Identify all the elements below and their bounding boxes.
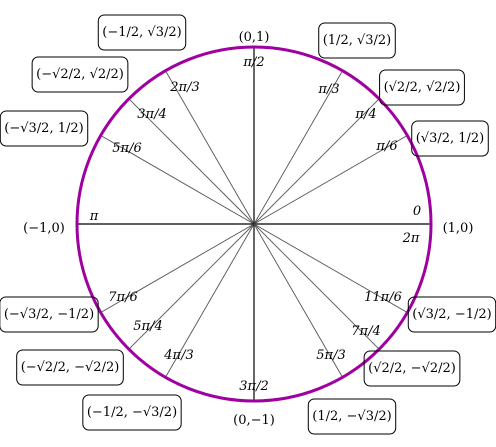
coordinate-45: (√2/2, √2/2): [379, 69, 465, 106]
spoke-225: [128, 223, 255, 350]
coordinate-text-0: (1,0): [443, 221, 474, 236]
coordinate-bracket-300: [307, 398, 397, 435]
angle-label-225: 5π/4: [133, 319, 162, 334]
angle-label-90: π/2: [242, 55, 264, 70]
angle-label-300: 5π/3: [316, 348, 345, 363]
coordinate-240: (−1/2, −√3/2): [82, 394, 182, 431]
unit-circle: [75, 45, 433, 403]
coordinate-text-225: (−√2/2, −√2/2): [21, 360, 120, 375]
coordinate-210: (−√3/2, −1/2): [0, 296, 99, 333]
coordinate-labels-group: (1,0) (√3/2, 1/2) (√2/2, √2/2) (1/2, √3/2) (…: [0, 14, 496, 435]
coordinate-90: (0,1): [239, 30, 270, 45]
angle-label-315: 7π/4: [351, 324, 380, 339]
coordinate-text-330: (√3/2, −1/2): [412, 307, 491, 322]
angle-label-30: π/6: [375, 139, 397, 154]
spoke-240: [165, 223, 255, 378]
spoke-150: [100, 135, 255, 225]
angle-label-270: 3π/2: [239, 379, 268, 394]
coordinate-text-210: (−√3/2, −1/2): [4, 307, 94, 322]
coordinate-315: (√2/2, −√2/2): [363, 350, 461, 387]
coordinate-text-180: (−1,0): [23, 221, 65, 236]
spoke-30: [253, 135, 408, 225]
angle-label-45: π/4: [354, 107, 376, 122]
coordinate-text-60: (1/2, √3/2): [323, 33, 392, 48]
coordinate-text-270: (0,−1): [233, 413, 275, 428]
coordinate-text-90: (0,1): [239, 30, 270, 45]
coordinate-text-135: (−√2/2, √2/2): [36, 67, 124, 82]
coordinate-text-240: (−1/2, −√3/2): [87, 405, 177, 420]
angle-label-210: 7π/6: [108, 290, 137, 305]
angle-label-0: 0: [413, 204, 421, 219]
angle-label-330: 11π/6: [364, 290, 402, 305]
spoke-135: [128, 98, 255, 225]
coordinate-180: (−1,0): [23, 221, 65, 236]
coordinate-bracket-45: [379, 69, 465, 106]
spoke-300: [253, 223, 343, 378]
coordinate-330: (√3/2, −1/2): [407, 296, 496, 333]
angle-label-60: π/3: [317, 82, 339, 97]
coordinate-bracket-240: [82, 394, 182, 431]
coordinate-135: (−√2/2, √2/2): [31, 56, 129, 93]
coordinate-120: (−1/2, √3/2): [97, 14, 187, 51]
spokes-group: [77, 47, 431, 401]
coordinate-bracket-225: [16, 349, 124, 386]
coordinate-text-300: (1/2, −√3/2): [312, 409, 391, 424]
coordinate-bracket-315: [363, 350, 461, 387]
coordinate-text-315: (√2/2, −√2/2): [368, 361, 456, 376]
angle-label-240: 4π/3: [163, 348, 193, 363]
coordinate-text-30: (√3/2, 1/2): [416, 131, 485, 146]
coordinate-30: (√3/2, 1/2): [411, 120, 489, 157]
spoke-60: [253, 70, 343, 225]
coordinate-bracket-120: [97, 14, 187, 51]
coordinate-bracket-30: [411, 120, 489, 157]
angle-label-180: π: [89, 209, 99, 224]
spoke-120: [165, 70, 255, 225]
spoke-315: [253, 223, 380, 350]
coordinate-bracket-135: [31, 56, 129, 93]
coordinate-150: (−√3/2, 1/2): [0, 110, 89, 147]
coordinate-text-45: (√2/2, √2/2): [384, 80, 461, 95]
spoke-45: [253, 98, 380, 225]
coordinate-text-150: (−√3/2, 1/2): [4, 121, 83, 136]
coordinate-0: (1,0): [443, 221, 474, 236]
coordinate-bracket-60: [318, 22, 396, 59]
coordinate-text-120: (−1/2, √3/2): [102, 25, 181, 40]
angle-label-150: 5π/6: [112, 141, 141, 156]
coordinate-bracket-150: [0, 110, 89, 147]
coordinate-270: (0,−1): [233, 413, 275, 428]
angle-labels-group: 0 π/6 π/4 π/3 π/2 2π/33π/4 5π/6 π 7π/6 5π/44π/3 3π…: [89, 55, 421, 394]
spoke-330: [253, 223, 408, 313]
coordinate-300: (1/2, −√3/2): [307, 398, 397, 435]
coordinate-60: (1/2, √3/2): [318, 22, 396, 59]
angle-label-360: 2π: [402, 231, 420, 246]
coordinate-bracket-210: [0, 296, 99, 333]
spoke-210: [100, 223, 255, 313]
angle-label-135: 3π/4: [137, 107, 166, 122]
coordinate-225: (−√2/2, −√2/2): [16, 349, 124, 386]
angle-label-120: 2π/3: [169, 80, 199, 95]
